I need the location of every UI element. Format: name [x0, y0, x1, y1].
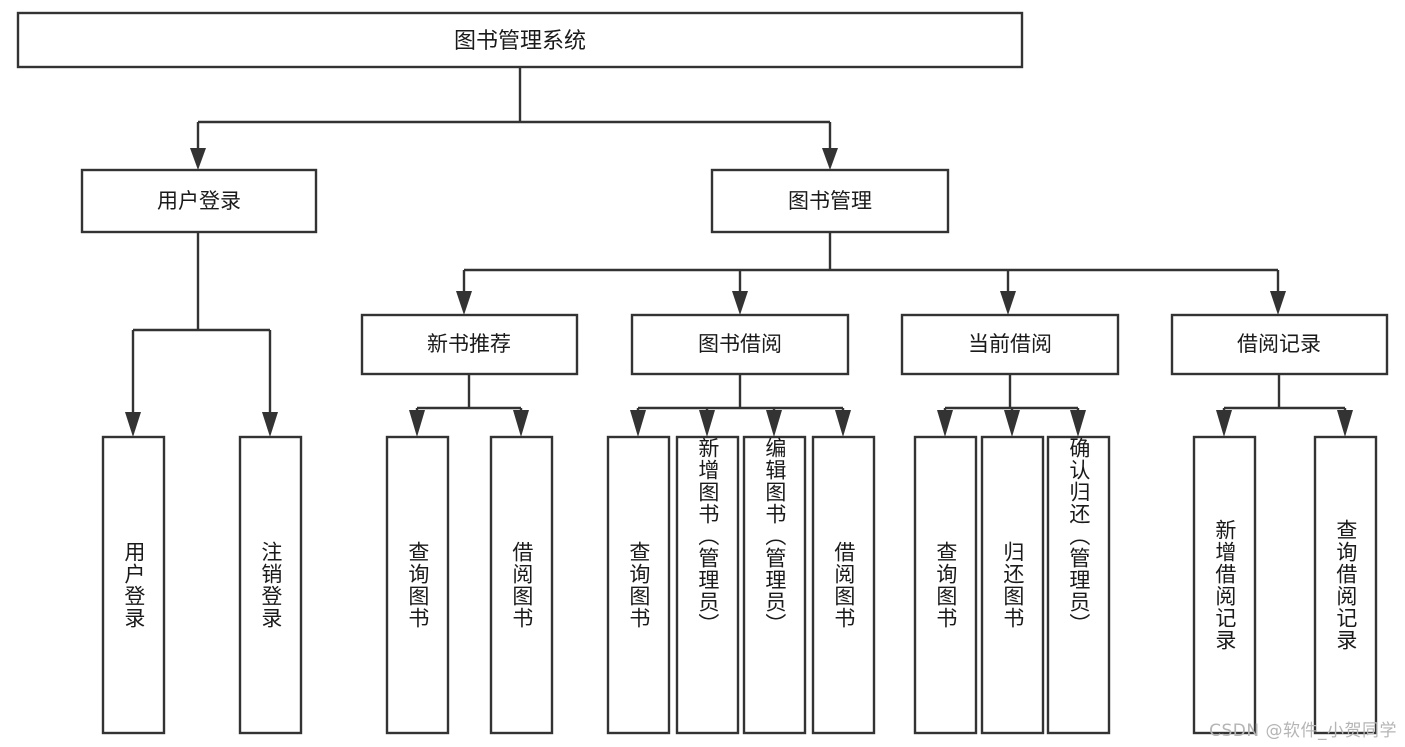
arrow-head-book-manage: [822, 148, 838, 170]
arrow-head-leaf-query-record: [1337, 410, 1353, 437]
arrow-head-book-borrow: [732, 291, 748, 315]
arrow-head-leaf-query-book-2: [630, 410, 646, 437]
node-user-login-label: 用户登录: [157, 189, 241, 213]
arrow-head-leaf-add-record: [1216, 410, 1232, 437]
leaf-box-query-book-2[interactable]: [606, 435, 671, 735]
leaf-box-query-book-3[interactable]: [913, 435, 978, 735]
node-root-label: 图书管理系统: [454, 29, 586, 54]
leaf-box-query-book-1[interactable]: [385, 435, 450, 735]
arrow-head-leaf-query-book-3: [937, 410, 953, 437]
node-borrow-record-label: 借阅记录: [1237, 332, 1321, 356]
arrow-head-new-book-recommend: [456, 291, 472, 315]
leaf-box-return-book[interactable]: [980, 435, 1045, 735]
node-book-manage-box[interactable]: [710, 168, 950, 234]
node-book-borrow-label: 图书借阅: [698, 332, 782, 356]
connector-group: [125, 67, 1353, 437]
leaf-box-user-logout[interactable]: [238, 435, 303, 735]
node-user-login[interactable]: 用户登录: [80, 168, 318, 234]
leaf-box-add-book[interactable]: [675, 435, 740, 735]
node-current-borrow-box[interactable]: [900, 313, 1120, 376]
leaf-box-edit-book[interactable]: [742, 435, 807, 735]
arrow-head-leaf-add-book: [699, 410, 715, 437]
node-book-borrow-box[interactable]: [630, 313, 850, 376]
arrow-head-leaf-confirm-return: [1070, 410, 1086, 437]
node-new-book-recommend-box[interactable]: [360, 313, 579, 376]
node-book-manage-label: 图书管理: [788, 189, 872, 213]
csdn-watermark: CSDN @软件_小贺同学: [1209, 721, 1397, 741]
arrow-head-leaf-edit-book: [766, 410, 782, 437]
node-book-borrow[interactable]: 图书借阅: [630, 313, 850, 376]
leaf-box-query-record[interactable]: [1313, 435, 1378, 735]
node-current-borrow-label: 当前借阅: [968, 332, 1052, 356]
arrow-head-leaf-return-book: [1004, 410, 1020, 437]
node-root[interactable]: 图书管理系统: [16, 11, 1024, 69]
node-new-book-recommend-label: 新书推荐: [427, 332, 511, 356]
leaf-box-add-record[interactable]: [1192, 435, 1257, 735]
leaf-box-borrow-book-1[interactable]: [489, 435, 554, 735]
arrow-head-leaf-query-book-1: [409, 410, 425, 437]
leaf-box-group: [101, 435, 1378, 735]
arrow-head-leaf-user-logout: [262, 412, 278, 437]
arrow-head-current-borrow: [1000, 291, 1016, 315]
leaf-box-confirm-return[interactable]: [1046, 435, 1111, 735]
node-book-manage[interactable]: 图书管理: [710, 168, 950, 234]
node-borrow-record[interactable]: 借阅记录: [1170, 313, 1389, 376]
node-new-book-recommend[interactable]: 新书推荐: [360, 313, 579, 376]
arrow-head-leaf-borrow-book-2: [835, 410, 851, 437]
node-user-login-box[interactable]: [80, 168, 318, 234]
arrow-head-user-login: [190, 148, 206, 170]
node-current-borrow[interactable]: 当前借阅: [900, 313, 1120, 376]
arrow-head-leaf-borrow-book-1: [513, 410, 529, 437]
leaf-box-user-login[interactable]: [101, 435, 166, 735]
arrow-head-borrow-record: [1270, 291, 1286, 315]
arrow-head-leaf-user-login: [125, 412, 141, 437]
node-root-box[interactable]: [16, 11, 1024, 69]
node-borrow-record-box[interactable]: [1170, 313, 1389, 376]
leaf-box-borrow-book-2[interactable]: [811, 435, 876, 735]
